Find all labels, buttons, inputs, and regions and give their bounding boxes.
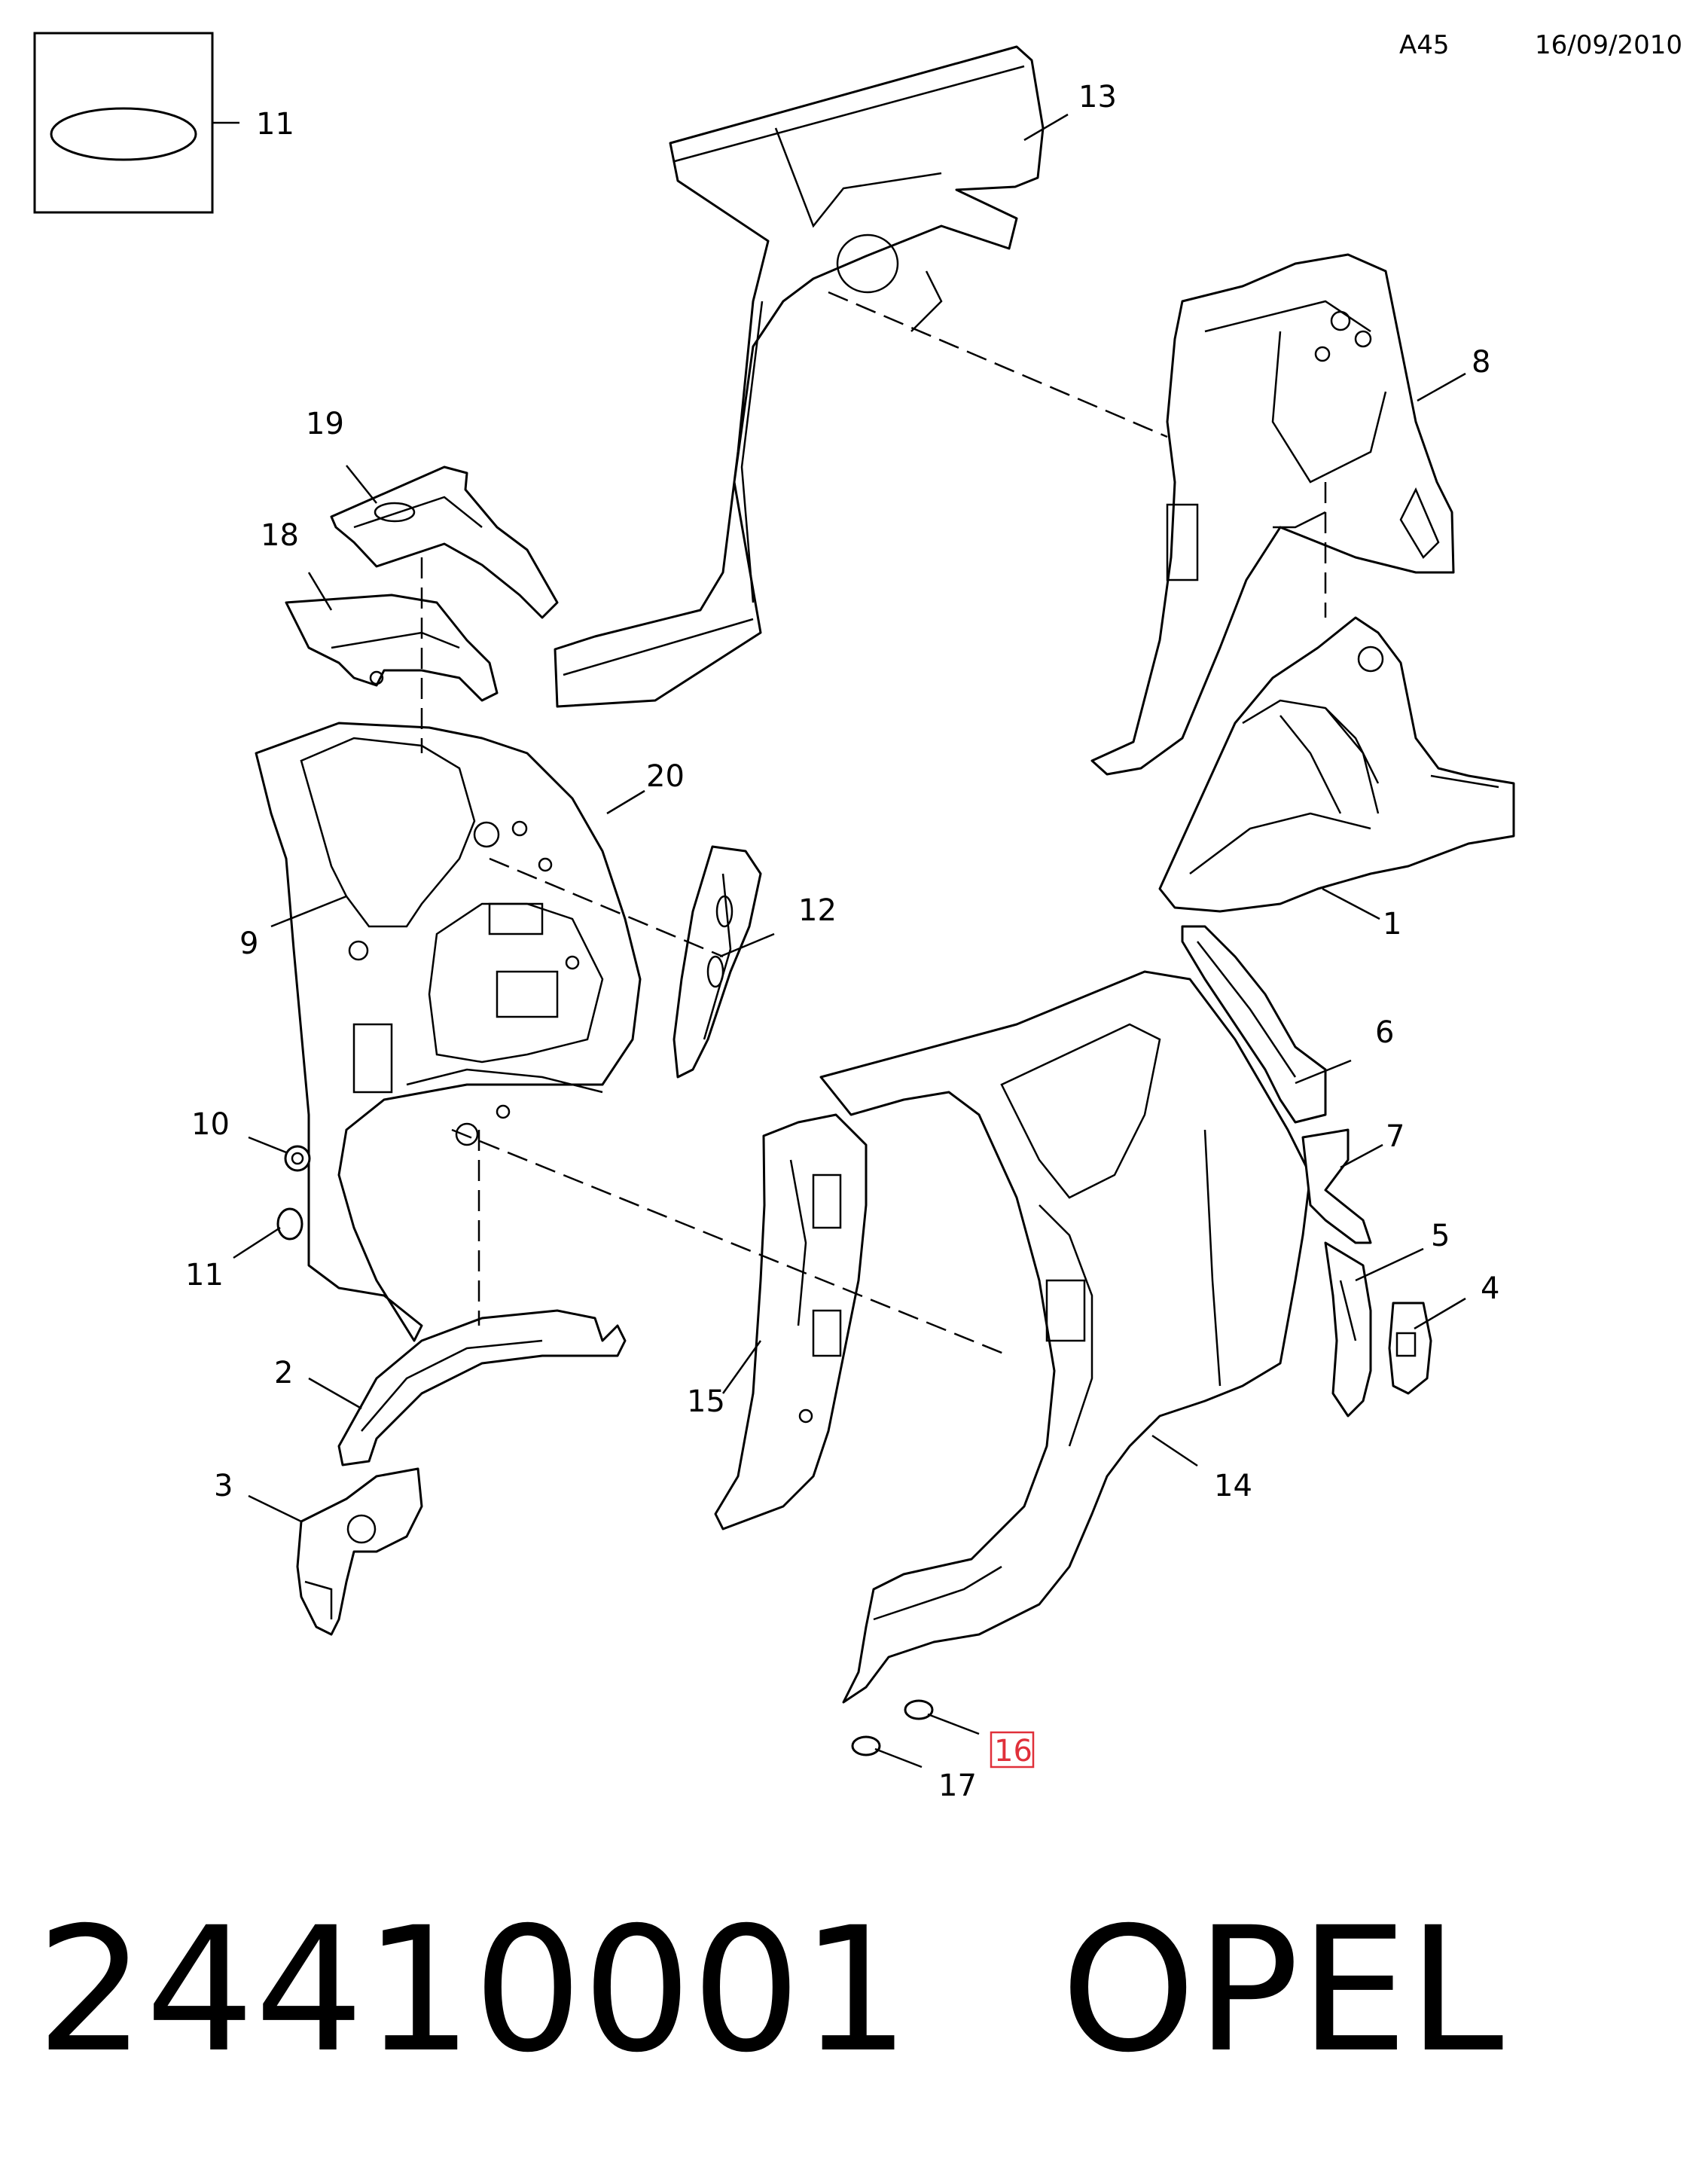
- callout-15: 15: [687, 1384, 725, 1419]
- part-13-quarter-upper-panel: [554, 45, 1045, 708]
- callout-1: 1: [1383, 907, 1401, 942]
- callout-7: 7: [1386, 1119, 1405, 1154]
- part-10-grommet: [284, 1145, 311, 1172]
- part-number: 24410001: [36, 1890, 910, 2090]
- callout-19: 19: [306, 407, 344, 441]
- callout-20: 20: [646, 759, 685, 794]
- callout-5: 5: [1431, 1219, 1450, 1253]
- part-15-pillar-inner: [714, 1113, 868, 1531]
- callout-10: 10: [191, 1107, 230, 1142]
- callout-16-highlight-box: [990, 1731, 1035, 1769]
- callout-8: 8: [1472, 345, 1490, 380]
- part-16-clip: [904, 1699, 934, 1720]
- brand-name: OPEL: [1060, 1890, 1504, 2090]
- part-17-clip: [851, 1735, 881, 1756]
- part-5-lower-bracket: [1324, 1241, 1372, 1418]
- assembly-dashed-lines: [420, 291, 1327, 1357]
- callout-11-inset: 11: [256, 107, 294, 142]
- part-7-bracket: [1301, 1128, 1372, 1244]
- part-6-gutter-channel: [1181, 925, 1327, 1124]
- callout-16: 16: [994, 1734, 1032, 1769]
- part-3-lower-bracket: [296, 1467, 423, 1636]
- callout-6: 6: [1375, 1015, 1394, 1050]
- callout-13: 13: [1078, 80, 1117, 114]
- part-8-inner-quarter-upper: [1090, 253, 1455, 776]
- part-20-inner-quarter-panel: [255, 722, 642, 1342]
- part-18-bracket: [285, 594, 499, 702]
- leader-lines: [233, 113, 1466, 1769]
- callout-labels: 11 13 8 1 19 18 20 9 12 6 7 5 4 10 11 2 …: [185, 80, 1499, 1803]
- part-19-bracket: [330, 465, 559, 619]
- diagram-date: 16/09/2010: [1535, 30, 1682, 60]
- part-14-outer-side-panel: [819, 970, 1312, 1704]
- part-4-small-bracket: [1388, 1302, 1432, 1395]
- part-2-wheelhouse-outer: [337, 1309, 627, 1466]
- callout-2: 2: [274, 1356, 293, 1390]
- part-12-pillar-reinforcement: [673, 845, 762, 1079]
- callout-17: 17: [938, 1769, 977, 1803]
- callout-3: 3: [214, 1469, 233, 1503]
- inset-box: [33, 32, 239, 214]
- callout-9: 9: [239, 926, 258, 961]
- callout-14: 14: [1214, 1469, 1252, 1503]
- page-code: A45: [1399, 30, 1450, 60]
- callout-4: 4: [1481, 1271, 1499, 1306]
- callout-12: 12: [798, 893, 837, 928]
- callout-18: 18: [261, 518, 299, 553]
- part-11-plug: [276, 1207, 303, 1241]
- callout-11: 11: [185, 1258, 224, 1292]
- part-1-wheelhouse-inner-rear: [1158, 616, 1515, 913]
